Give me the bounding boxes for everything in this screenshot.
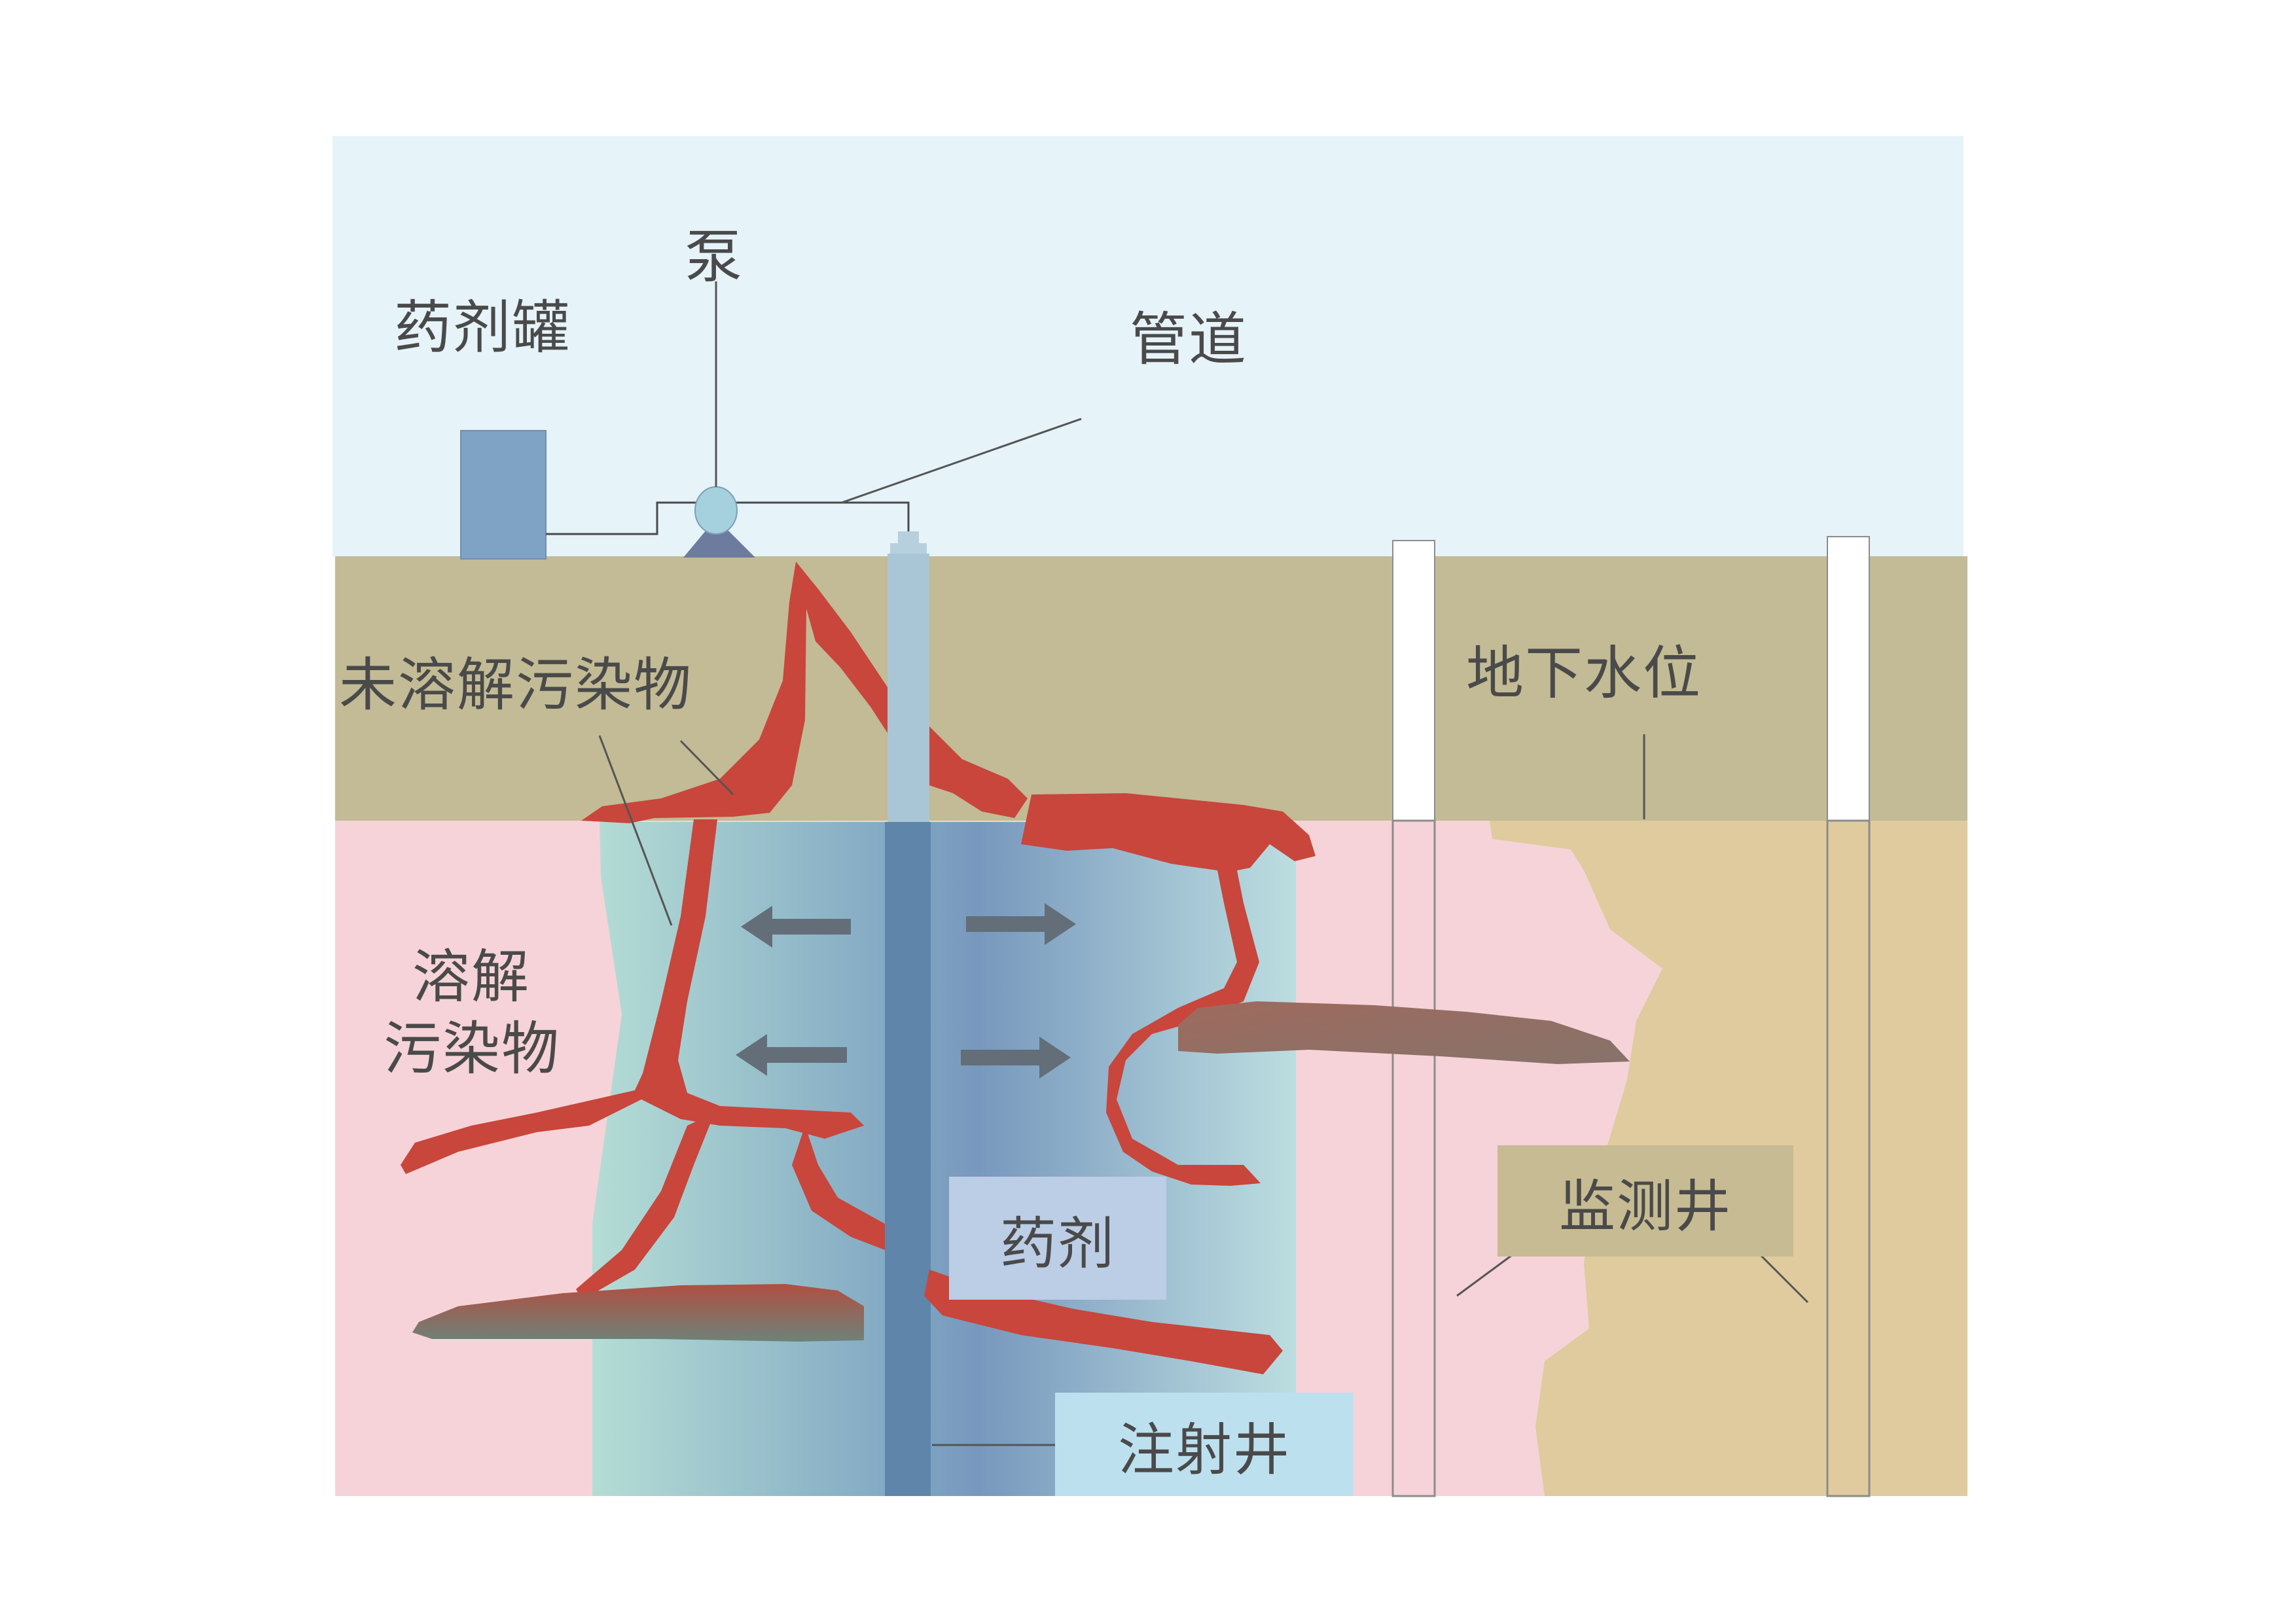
contaminant-lens-right	[1178, 1001, 1630, 1064]
leader-lines	[598, 281, 1809, 1446]
monitoring-well-1-lower	[1391, 819, 1436, 1497]
injection-well-casing-upper	[888, 554, 929, 822]
injection-well-label: 注射井	[1055, 1393, 1354, 1496]
injection-well-casing-lower	[885, 822, 931, 1496]
unsaturated-soil-layer	[335, 556, 1967, 821]
reagent-label: 药剂	[949, 1177, 1166, 1300]
tank-label: 药剂罐	[394, 294, 571, 361]
arrow-right-lower	[961, 1037, 1071, 1079]
contaminant-lens-left	[412, 1284, 864, 1342]
undissolved-contaminant-label: 未溶解污染物	[339, 651, 693, 719]
dissolved-contaminant-label-line2: 污染物	[384, 1015, 561, 1082]
contaminant-network	[401, 562, 1316, 1374]
sky-zone	[332, 136, 1964, 556]
monitoring-well-1-upper	[1392, 540, 1435, 821]
pump-icon	[694, 486, 738, 535]
arrow-left-lower	[736, 1034, 847, 1076]
pipe-line-2	[736, 501, 910, 531]
flow-arrows	[736, 903, 1076, 1079]
pump-base	[683, 518, 755, 558]
water-table-label: 地下水位	[1466, 639, 1702, 707]
injection-well-cap-top	[898, 531, 919, 543]
monitoring-well-label: 监测井	[1498, 1145, 1793, 1257]
pipe-label: 管道	[1130, 306, 1248, 373]
monitoring-well-2-upper	[1827, 536, 1870, 821]
monitoring-well-2-lower	[1826, 819, 1871, 1497]
pipe-line	[546, 501, 696, 535]
injection-well-cap	[890, 543, 927, 554]
reagent-tank	[460, 430, 547, 560]
pump-label: 泵	[685, 223, 744, 291]
arrow-right-upper	[966, 903, 1076, 945]
dissolved-contaminant-label-line1: 溶解	[412, 943, 531, 1010]
arrow-left-upper	[741, 906, 851, 948]
